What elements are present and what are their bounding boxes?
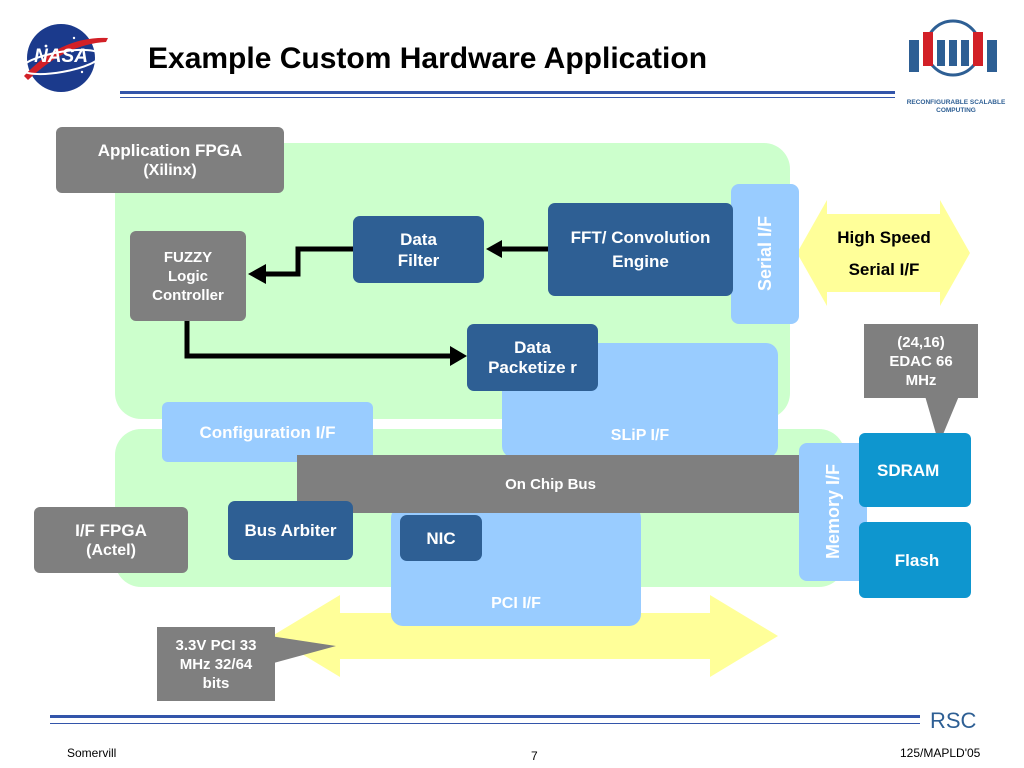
nasa-logo-graphic xyxy=(20,24,108,92)
on-chip-bus: On Chip Bus xyxy=(297,455,804,513)
footer-author: Somervill xyxy=(67,746,117,760)
sdram: SDRAM xyxy=(859,433,971,507)
title-rule xyxy=(120,91,895,94)
pci-bus-callout: 3.3V PCI 33 MHz 32/64 bits xyxy=(157,627,275,701)
nasa-logo-text: NASA xyxy=(34,46,88,67)
pci-interface-label: PCI I/F xyxy=(491,595,541,612)
slip-interface-label: SLiP I/F xyxy=(610,427,670,444)
high-speed-serial-label: High Speed Serial I/F xyxy=(825,222,943,286)
memory-interface: Memory I/F xyxy=(799,443,867,581)
rsc-logo xyxy=(905,18,1005,78)
fuzzy-to-packetizer-arrowhead xyxy=(450,346,467,366)
fft-convolution-engine: FFT/ Convolution Engine xyxy=(548,203,733,296)
if-fpga-title: I/F FPGA xyxy=(75,520,147,540)
edac-callout: (24,16) EDAC 66 MHz xyxy=(864,324,978,398)
application-fpga-label: Application FPGA (Xilinx) xyxy=(56,127,284,193)
high-speed-serial-line2: Serial I/F xyxy=(848,260,920,279)
footer-reference: 125/MAPLD'05 xyxy=(900,746,981,760)
fft-to-filter-arrowhead xyxy=(486,240,502,258)
memory-interface-label: Memory I/F xyxy=(823,464,843,560)
pci-callout-pointer xyxy=(270,636,336,664)
data-filter: Data Filter xyxy=(353,216,484,283)
nasa-logo: NASA xyxy=(16,16,112,96)
footer-rule-thin xyxy=(50,723,920,724)
configuration-interface: Configuration I/F xyxy=(162,402,373,462)
serial-interface: Serial I/F xyxy=(731,184,799,324)
rsc-logo-caption: RECONFIGURABLE SCALABLE COMPUTING xyxy=(906,99,1006,114)
if-fpga-subtitle: (Actel) xyxy=(86,541,136,559)
data-packetizer: Data Packetize r xyxy=(467,324,598,391)
footer-rule xyxy=(50,715,920,718)
high-speed-serial-line1: High Speed xyxy=(837,228,931,247)
pci-interface: PCI I/F xyxy=(391,506,641,626)
fuzzy-to-packetizer-line xyxy=(184,320,452,359)
fuzzy-logic-controller: FUZZY Logic Controller xyxy=(130,231,246,321)
if-fpga-label: I/F FPGA (Actel) xyxy=(34,507,188,573)
application-fpga-subtitle: (Xilinx) xyxy=(143,161,197,179)
bus-arbiter: Bus Arbiter xyxy=(228,501,353,560)
page-title: Example Custom Hardware Application xyxy=(148,42,708,75)
edac-callout-pointer xyxy=(925,396,959,444)
footer-rsc-label: RSC xyxy=(930,708,977,733)
nic: NIC xyxy=(400,515,482,561)
footer-page-number: 7 xyxy=(531,749,538,763)
title-rule-thin xyxy=(120,97,895,98)
filter-to-fuzzy-arrowhead xyxy=(248,264,266,284)
rsc-logo-graphic xyxy=(909,19,997,77)
serial-interface-label: Serial I/F xyxy=(755,216,775,292)
application-fpga-title: Application FPGA xyxy=(97,140,243,160)
high-speed-serial-arrow xyxy=(797,200,970,306)
filter-to-fuzzy-line xyxy=(264,246,353,277)
flash: Flash xyxy=(859,522,971,598)
